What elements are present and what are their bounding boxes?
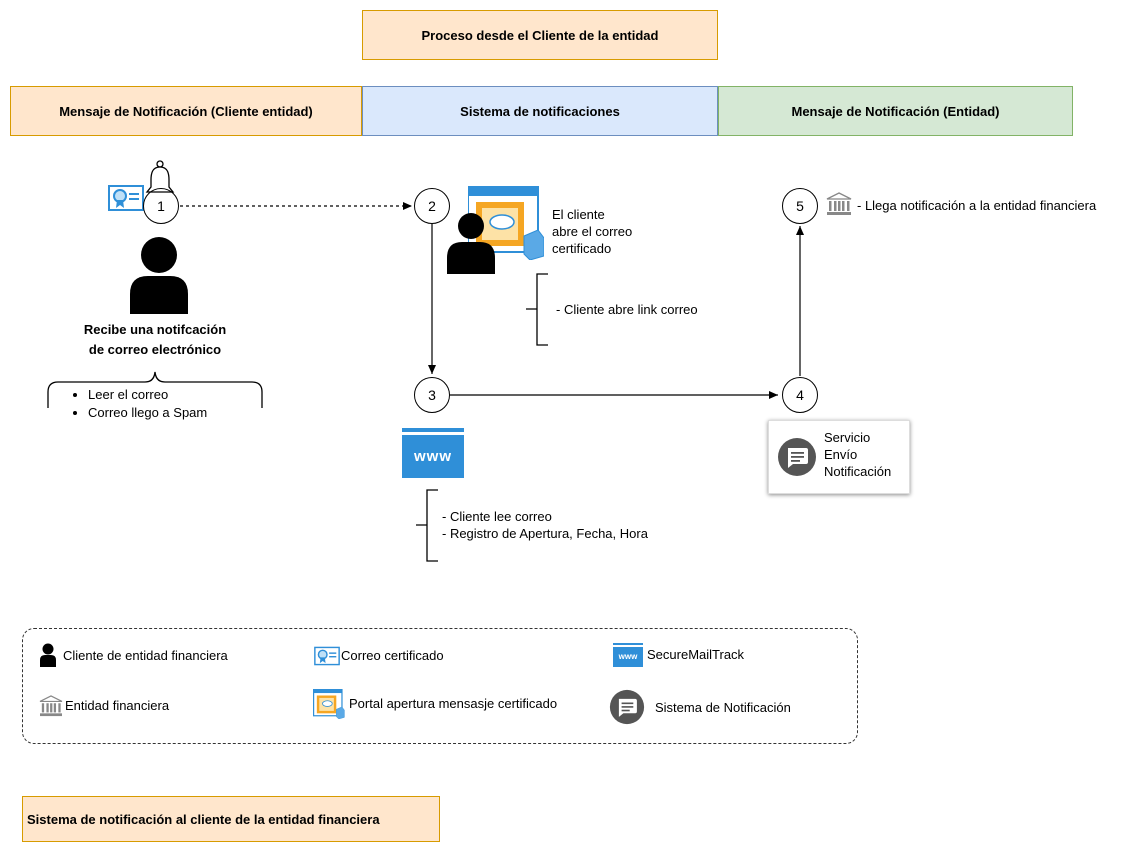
step2-note: - Cliente abre link correo: [556, 302, 698, 317]
step-4-label: 4: [796, 387, 804, 403]
step-2-label: 2: [428, 198, 436, 214]
step-5-circle: 5: [782, 188, 818, 224]
step-3-circle: 3: [414, 377, 450, 413]
step3-note-line1: - Cliente lee correo: [442, 509, 552, 524]
step3-note-line2: - Registro de Apertura, Fecha, Hora: [442, 526, 648, 541]
cert-mail-icon: [108, 184, 144, 217]
step-2-circle: 2: [414, 188, 450, 224]
legend-securemail-icon: www: [613, 643, 643, 667]
www-icon-text: www: [413, 448, 452, 465]
service-text-line2: Envío: [824, 447, 858, 462]
www-icon: www: [402, 428, 464, 478]
legend-bank-icon: [39, 695, 63, 722]
legend-portal-icon: [312, 688, 345, 724]
service-text: Servicio Envío Notificación: [824, 429, 891, 480]
legend-notification-icon: [609, 689, 645, 730]
client-person-icon-step2: [446, 212, 496, 279]
step-1-circle: 1: [143, 188, 179, 224]
step-5-label: 5: [796, 198, 804, 214]
legend-box: Cliente de entidad financiera Correo cer…: [22, 628, 858, 744]
service-text-line3: Notificación: [824, 464, 892, 479]
lane-header-entity: Mensaje de Notificación (Entidad): [718, 86, 1073, 136]
client-bullet-item: Correo llego a Spam: [88, 404, 207, 422]
www-icon-bar: [402, 432, 464, 435]
legend-www-text: www: [618, 652, 638, 661]
step5-text: - Llega notificación a la entidad financ…: [857, 198, 1097, 213]
client-caption-line1: Recibe una notifcación: [83, 322, 227, 337]
service-text-line1: Servicio: [824, 430, 871, 445]
legend-securemail-label: SecureMailTrack: [647, 647, 745, 662]
client-brace: [47, 371, 263, 408]
lane-header-client: Mensaje de Notificación (Cliente entidad…: [10, 86, 362, 136]
legend-portal-label: Portal apertura mensasje certificado: [349, 696, 558, 711]
client-bullet-list: Leer el correo Correo llego a Spam: [70, 386, 207, 422]
lane-header-system: Sistema de notificaciones: [362, 86, 718, 136]
step-4-circle: 4: [782, 377, 818, 413]
legend-www-bar: [613, 645, 643, 647]
legend-entity-label: Entidad financiera: [65, 698, 170, 713]
message-bubble-icon: [777, 437, 817, 482]
step2-text-line3: certificado: [552, 241, 612, 256]
client-person-icon: [128, 236, 190, 319]
step3-note-bracket: [416, 489, 438, 562]
step2-text-line1: El cliente: [552, 207, 605, 222]
bank-icon: [826, 192, 852, 221]
step2-description: El cliente abre el correo certificado: [552, 206, 632, 257]
step2-text-line2: abre el correo: [552, 224, 633, 239]
client-caption-line2: de correo electrónico: [88, 342, 222, 357]
notification-service-card: Servicio Envío Notificación: [768, 420, 910, 494]
step-1-label: 1: [157, 198, 165, 214]
legend-client-icon: [39, 643, 57, 672]
legend-notif-system-label: Sistema de Notificación: [655, 700, 791, 715]
diagram-title: Proceso desde el Cliente de la entidad: [362, 10, 718, 60]
client-bullet-item: Leer el correo: [88, 386, 207, 404]
step3-note: - Cliente lee correo - Registro de Apert…: [442, 508, 648, 542]
legend-client-label: Cliente de entidad financiera: [63, 648, 228, 663]
client-caption: Recibe una notifcación de correo electró…: [60, 320, 250, 360]
footer-title: Sistema de notificación al cliente de la…: [22, 796, 440, 842]
legend-cert-mail-icon: [313, 646, 341, 671]
step-3-label: 3: [428, 387, 436, 403]
legend-cert-mail-label: Correo certificado: [341, 648, 444, 663]
step2-note-bracket: [526, 273, 548, 346]
